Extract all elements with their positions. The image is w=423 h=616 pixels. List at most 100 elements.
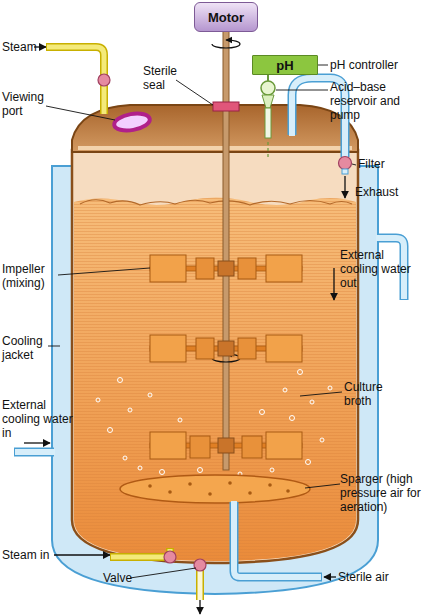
cooling-water-in-pipe <box>15 449 55 455</box>
valve-symbol <box>98 74 110 86</box>
sparger-hole <box>148 484 152 488</box>
impeller-hub <box>218 438 234 453</box>
output-label: Exhaust <box>355 185 415 199</box>
impeller-hub <box>218 341 234 356</box>
valve-symbol <box>194 559 206 571</box>
reservoir-bulb <box>261 81 275 95</box>
leader-line <box>48 346 60 347</box>
bubble <box>118 378 123 383</box>
impeller <box>150 432 302 459</box>
bubble <box>310 400 314 404</box>
impeller-blade <box>266 432 302 459</box>
leader-line <box>300 392 342 396</box>
impeller-blade <box>242 436 262 458</box>
valve-symbol <box>164 551 176 563</box>
cooling-jacket <box>52 166 378 594</box>
impeller-blade <box>150 255 186 282</box>
culture-broth <box>74 197 356 561</box>
part-label: Cooling jacket <box>2 334 52 362</box>
part-label: Viewing port <box>2 90 54 118</box>
steam-pipe <box>47 47 104 114</box>
drip-line <box>267 142 268 160</box>
bubble <box>138 466 142 470</box>
bubble <box>128 408 132 412</box>
impeller-blade <box>150 335 186 362</box>
leader-line <box>58 268 150 275</box>
sterile-air-pipe <box>234 501 321 577</box>
output-label: External cooling water out <box>340 248 412 290</box>
impeller-blade <box>190 436 210 458</box>
flow-arrow <box>199 600 200 614</box>
water-pipe-outline <box>14 448 54 457</box>
lid-rim <box>78 146 352 150</box>
impeller-blade <box>196 338 214 359</box>
part-label: Filter <box>358 157 408 171</box>
part-label: Valve <box>103 571 143 585</box>
flow-arrow <box>344 176 345 198</box>
part-label: Culture broth <box>344 380 404 408</box>
leader-line <box>318 65 328 66</box>
impeller-blade <box>266 335 302 362</box>
bubble <box>260 410 265 415</box>
flow-arrow <box>54 554 110 555</box>
bubble <box>96 398 100 402</box>
part-label: pH controller <box>330 58 420 72</box>
input-label: External cooling water in <box>2 398 74 440</box>
leader-line <box>305 484 340 488</box>
sterile-seal <box>213 102 239 111</box>
part-label: Sterile seal <box>143 64 193 92</box>
leader-line <box>276 90 328 91</box>
impeller-blade <box>266 255 302 282</box>
flow-arrow <box>333 268 334 300</box>
node-text: Motor <box>208 10 244 25</box>
sparger-hole <box>228 481 232 485</box>
dosing-tube <box>265 108 271 138</box>
motor-box: Motor <box>194 2 258 32</box>
flow-arrow <box>324 576 336 577</box>
steam-pipe-outline <box>46 47 104 114</box>
sparger-hole <box>168 490 172 494</box>
rotation-arrow <box>212 40 240 48</box>
broth-texture <box>74 197 356 561</box>
impeller-blade <box>150 432 186 459</box>
impeller <box>150 255 302 282</box>
leader-line <box>130 568 196 578</box>
bubble <box>283 388 287 392</box>
bubble <box>328 386 332 390</box>
air-bubbles <box>96 370 332 477</box>
steam-in-pipe <box>111 549 170 557</box>
bubble <box>270 468 274 472</box>
bubble <box>198 468 203 473</box>
sparger-hole <box>286 489 290 493</box>
sparger-hole <box>188 482 192 486</box>
vessel-wall <box>72 150 358 563</box>
vessel-lid <box>72 105 358 152</box>
pump-funnel <box>262 95 274 108</box>
sparger-hole <box>248 491 252 495</box>
sparger-holes <box>148 481 290 496</box>
bubble <box>298 370 303 375</box>
leader-line <box>352 164 356 165</box>
bubble <box>290 416 295 421</box>
part-label: Sparger (high pressure air for aeration) <box>340 472 422 514</box>
viewing-port <box>113 111 151 133</box>
bubble <box>320 438 324 442</box>
input-label: Sterile air <box>338 570 418 584</box>
filter-symbol <box>339 157 352 170</box>
bubble <box>108 428 113 433</box>
part-label: Impeller (mixing) <box>2 262 62 290</box>
impeller-blade <box>196 258 214 279</box>
filter-outlet <box>342 169 348 174</box>
impeller-blade <box>238 258 256 279</box>
impeller-blade <box>238 338 256 359</box>
bubble <box>123 456 127 460</box>
leader-line <box>176 80 213 105</box>
part-label: Acid–base reservoir and pump <box>330 80 418 122</box>
steam-pipe-outline <box>110 548 170 557</box>
sparger-hole <box>208 492 212 496</box>
foam-line <box>80 200 352 205</box>
sparger-hole <box>268 483 272 487</box>
leader-lines <box>46 65 356 578</box>
sparger-ring <box>120 475 310 503</box>
